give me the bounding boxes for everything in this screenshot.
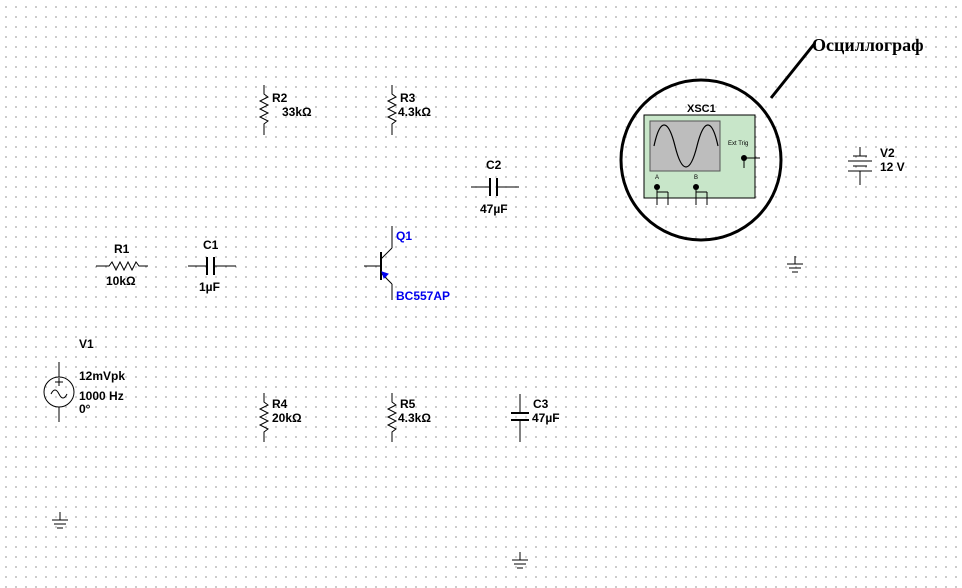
- oscilloscope-waveform: [653, 124, 719, 168]
- ground-symbol-3[interactable]: [512, 552, 528, 569]
- oscilloscope-screen: [649, 120, 721, 172]
- c3-ref-label: C3: [533, 397, 549, 411]
- r4-ref-label: R4: [272, 397, 288, 411]
- resistor-r1-symbol[interactable]: [96, 260, 148, 272]
- dc-source-v2-symbol[interactable]: [848, 147, 872, 185]
- ground-symbol-1[interactable]: [787, 256, 803, 273]
- r3-ref-label: R3: [400, 91, 416, 105]
- oscilloscope-annotation-title: Осциллограф: [812, 35, 924, 55]
- capacitor-c2-symbol[interactable]: [471, 178, 519, 196]
- channel-a-label: A: [655, 175, 660, 181]
- resistor-r4-symbol[interactable]: [258, 393, 270, 442]
- v2-voltage-label: 12 V: [880, 160, 905, 174]
- transistor-q1-arrow: [381, 271, 389, 279]
- q1-model-label: BC557AP: [396, 289, 451, 303]
- v1-frequency-label: 1000 Hz: [79, 389, 124, 403]
- capacitor-c1-symbol[interactable]: [188, 257, 236, 275]
- q1-ref-label: Q1: [396, 229, 413, 243]
- c3-value-label: 47µF: [532, 411, 560, 425]
- resistor-r2-symbol[interactable]: [258, 85, 270, 135]
- r2-ref-label: R2: [272, 91, 288, 105]
- channel-b-label: B: [694, 175, 699, 181]
- r2-value-label: 33kΩ: [282, 105, 312, 119]
- r4-value-label: 20kΩ: [272, 411, 302, 425]
- annotation-callout: [619, 42, 817, 242]
- v1-amplitude-label: 12mVpk: [79, 369, 126, 383]
- c1-value-label: 1µF: [199, 280, 220, 294]
- ac-source-v1-symbol[interactable]: [43, 362, 75, 422]
- oscilloscope-ref-label: XSC1: [687, 103, 716, 115]
- v2-ref-label: V2: [880, 146, 895, 160]
- r5-ref-label: R5: [400, 397, 416, 411]
- resistor-r5-symbol[interactable]: [386, 393, 398, 442]
- r1-ref-label: R1: [114, 242, 130, 256]
- c1-ref-label: C1: [203, 238, 219, 252]
- r3-value-label: 4.3kΩ: [398, 105, 431, 119]
- capacitor-c3-symbol[interactable]: [511, 394, 529, 442]
- transistor-q1-symbol[interactable]: [364, 226, 393, 300]
- c2-ref-label: C2: [486, 158, 502, 172]
- v1-ref-label: V1: [79, 337, 94, 351]
- c2-value-label: 47µF: [480, 202, 508, 216]
- resistor-r3-symbol[interactable]: [386, 85, 398, 135]
- r5-value-label: 4.3kΩ: [398, 411, 431, 425]
- r1-value-label: 10kΩ: [106, 274, 136, 288]
- v1-phase-label: 0°: [79, 402, 91, 416]
- ext-trig-label: Ext Trig: [728, 141, 749, 147]
- ground-symbol-2[interactable]: [52, 512, 68, 529]
- oscilloscope-xsc1[interactable]: [643, 114, 760, 205]
